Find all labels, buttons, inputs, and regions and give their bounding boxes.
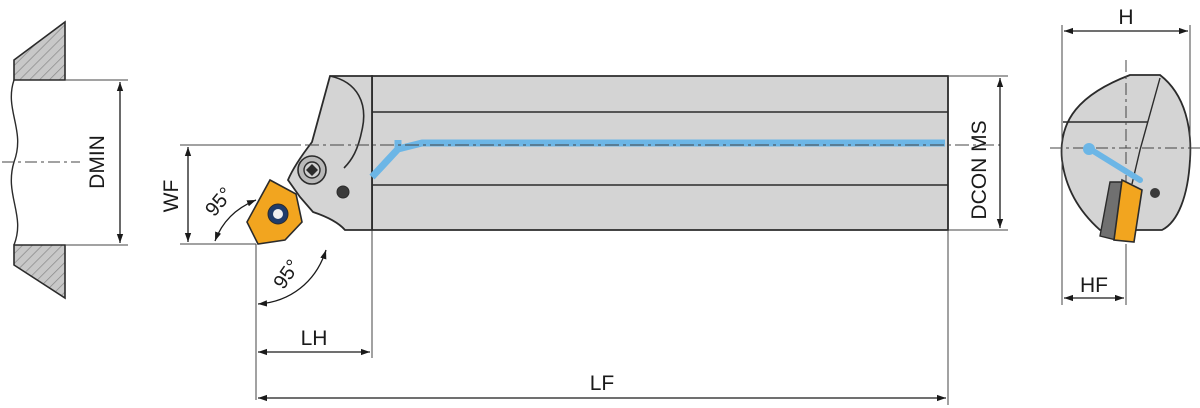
angle-arc-top bbox=[214, 199, 257, 242]
insert-hole-inner bbox=[273, 209, 283, 219]
dcon-ms-label: DCON MS bbox=[968, 120, 991, 219]
end-view-coolant bbox=[1087, 146, 1143, 183]
end-view-coolant-port bbox=[1083, 143, 1095, 155]
wf-label: WF bbox=[160, 180, 183, 213]
angle-arc-bottom bbox=[257, 249, 327, 307]
tool-end-view: H HF bbox=[1050, 6, 1200, 305]
tool-side-view: WF 95° 95° LH LF DCON MS bbox=[160, 75, 1008, 405]
tool-head bbox=[286, 75, 373, 231]
lf-label: LF bbox=[590, 372, 615, 395]
lh-label: LH bbox=[301, 327, 328, 350]
h-label: H bbox=[1118, 6, 1133, 29]
head-radius-line bbox=[329, 75, 365, 169]
bore-section: DMIN bbox=[2, 20, 128, 300]
dmin-label: DMIN bbox=[86, 135, 109, 189]
torx-socket-icon bbox=[306, 164, 318, 176]
bore-wall-top bbox=[13, 20, 66, 81]
hf-label: HF bbox=[1080, 274, 1108, 297]
end-view-hole bbox=[1150, 188, 1160, 198]
angle-bottom-label: 95° bbox=[269, 256, 304, 293]
bore-wall-bottom bbox=[13, 244, 66, 300]
end-view-flat bbox=[1131, 77, 1161, 185]
coolant-hole bbox=[336, 185, 350, 199]
end-view-insert bbox=[1113, 178, 1143, 243]
coolant-channel bbox=[369, 139, 945, 180]
tool-shank bbox=[371, 75, 949, 231]
